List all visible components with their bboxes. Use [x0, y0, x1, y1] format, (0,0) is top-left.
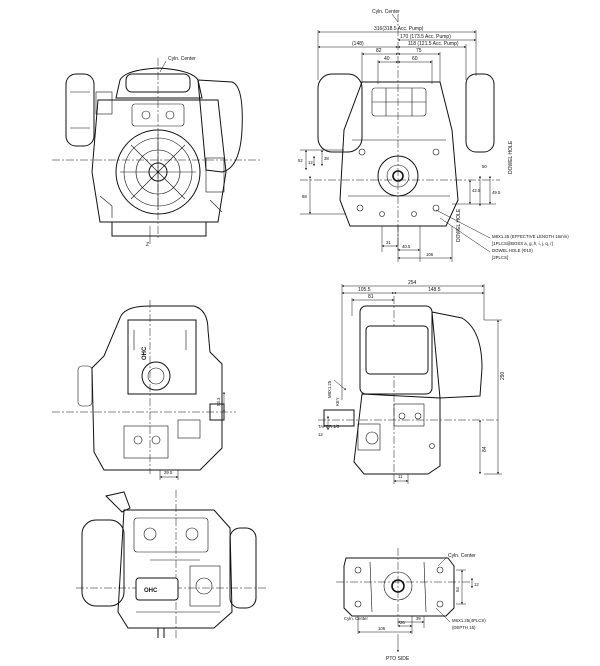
thread-note-bottom: M6X1.25(4PLCS) [452, 618, 486, 623]
dim-29-5: 29.5 [164, 470, 173, 475]
dim-118: 118 (121.5 Acc. Pump) [408, 41, 459, 47]
dim-39: 39 [416, 616, 421, 621]
cyl-center-label-top-right: Cyln. Center [372, 9, 400, 15]
dim-53-3: 53.3 [216, 397, 221, 406]
m8-label: M8X1.25 [327, 380, 332, 398]
dim-11: 11 [398, 474, 403, 479]
ohc-logo: OHC [144, 588, 158, 594]
dim-148-5: 148.5 [428, 287, 441, 293]
dim-68: 68 [302, 194, 307, 199]
ohc-logo-vertical: OHC [142, 346, 148, 360]
dim-40: 40 [384, 56, 390, 62]
cyl-center-label-bottom: Cyln. Center [344, 616, 368, 621]
dim-38: 38 [324, 156, 329, 161]
dim-12-rear: 12 [308, 160, 313, 165]
dim-290: 290 [500, 371, 506, 380]
dim-75: 75 [416, 48, 422, 54]
dim-54: 54 [455, 587, 460, 592]
view-top-left: Cyln. Center Z [52, 56, 262, 248]
view-top-right: Cyln. Center 316(318.5 Acc. Pump) 170 (1… [298, 9, 569, 262]
dim-316: 316(318.5 Acc. Pump) [374, 26, 424, 32]
dim-254: 254 [408, 280, 417, 286]
dim-106-bottom: 106 [378, 626, 386, 631]
dim-60: 60 [412, 56, 418, 62]
pto-side-label: PTO SIDE [386, 656, 410, 662]
dim-26: 26 [400, 620, 405, 625]
dowel-hole-label-upper: DOWEL HOLE [508, 140, 514, 174]
dim-82: 82 [376, 48, 382, 54]
view-middle-left: 53.3 29.5 OHC [52, 300, 236, 480]
dim-81: 81 [368, 294, 374, 300]
dowel-note: DOWEL HOLE (Φ10) [492, 248, 533, 253]
dim-148: (148) [352, 41, 364, 47]
view-bottom-right: Cyln. Center 54 12 26 39 106 Cyln. Cente… [336, 548, 486, 662]
dim-84: 84 [482, 446, 488, 452]
dim-105-5: 105.5 [358, 287, 371, 293]
dowel-note-2: [2PLCS] [492, 255, 508, 260]
taper-label: TAPER 1/5 [318, 424, 340, 429]
dim-12-bottom: 12 [474, 582, 479, 587]
thread-note: M8X1.25 (EFFECTIVE LENGTH 16mm) [492, 234, 569, 239]
cyl-center-label-bottom-right: Cyln. Center [448, 553, 476, 559]
thread-note-2: [1PLCS@BOSS a, g, h, i, j, q, r] [492, 241, 553, 246]
key-label: KEY [335, 397, 340, 406]
dowel-hole-label-lower: DOWEL HOLE [456, 208, 462, 242]
thread-note-bottom-2: (DEPTH 16) [452, 625, 476, 630]
view-bottom-left: OHC [76, 490, 266, 640]
dim-50: 50 [482, 164, 487, 169]
dim-106: 106 [426, 252, 434, 257]
dim-42-5: 42.5 [472, 188, 481, 193]
dim-40-5: 40.5 [402, 244, 411, 249]
cyl-center-label-top-left: Cyln. Center [168, 56, 196, 62]
dim-170: 170 (173.5 Acc. Pump) [400, 34, 451, 40]
dim-12-side: 12 [318, 432, 323, 437]
dim-52: 52 [298, 158, 303, 163]
dim-49-5: 49.5 [492, 190, 501, 195]
svg-text:Z: Z [146, 242, 149, 248]
view-middle-right: 254 105.5 148.5 81 M8X1.25 KEY TAPER 1/5… [318, 280, 506, 484]
dim-31: 31 [386, 240, 391, 245]
